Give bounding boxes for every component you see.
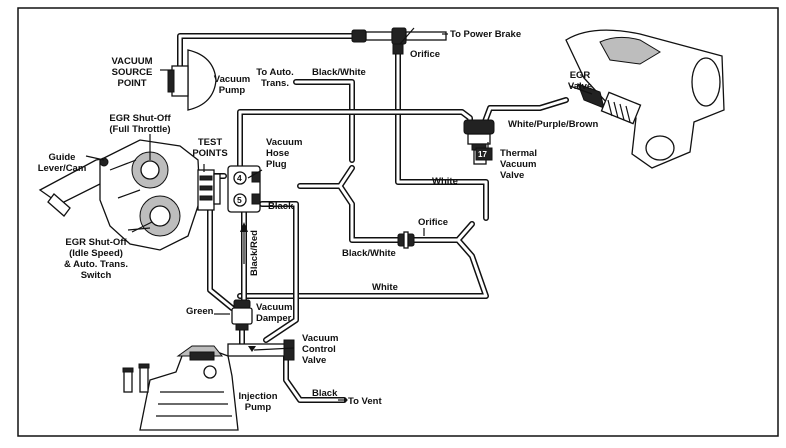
label-egr-shutoff-full-2: (Full Throttle)	[109, 124, 170, 135]
label-guide-lever-1: Guide	[49, 152, 76, 163]
label-egr-valve-1: EGR	[570, 70, 591, 81]
power-brake-tee	[351, 27, 447, 55]
label-vacuum-source-2: SOURCE	[112, 67, 153, 78]
label-egr-valve-2: Valve	[568, 81, 592, 92]
label-vacuum-hose-plug-2: Hose	[266, 148, 289, 159]
label-vacuum-control-2: Control	[302, 344, 336, 355]
label-to-power-brake: To Power Brake	[450, 29, 521, 40]
label-vacuum-hose-plug-1: Vacuum	[266, 137, 302, 148]
label-egr-shutoff-idle-3: & Auto. Trans.	[64, 259, 128, 270]
label-to-auto-trans-1: To Auto.	[256, 67, 293, 78]
label-black-mid: Black	[268, 201, 294, 212]
label-thermal-vacuum-3: Valve	[500, 170, 524, 181]
egr-valve-manifold	[565, 29, 725, 169]
label-black-white-mid: Black/White	[342, 248, 396, 259]
mid-orifice	[397, 231, 415, 249]
label-black-red: Black/Red	[249, 230, 260, 276]
label-thermal-vacuum-2: Vacuum	[500, 159, 536, 170]
label-vacuum-source-1: VACUUM	[112, 56, 153, 67]
label-vacuum-pump-1: Vacuum	[214, 74, 250, 85]
diagram-frame	[17, 7, 779, 437]
label-vacuum-pump-2: Pump	[219, 85, 246, 96]
label-black-white-top: Black/White	[312, 67, 366, 78]
label-injection-pump-2: Pump	[245, 402, 272, 413]
label-orifice-top: Orifice	[410, 49, 440, 60]
test-points-block	[197, 169, 221, 211]
label-thermal-vacuum-1: Thermal	[500, 148, 537, 159]
label-injection-pump-1: Injection	[238, 391, 277, 402]
throttle-linkage-assembly	[38, 139, 201, 251]
label-vacuum-damper-1: Vacuum	[256, 302, 292, 313]
label-plug-port-5: 5	[237, 195, 242, 205]
label-guide-lever-2: Lever/Cam	[38, 163, 87, 174]
label-egr-shutoff-idle-4: Switch	[81, 270, 112, 281]
label-tvv-number: 17	[478, 150, 487, 159]
label-white-low: White	[372, 282, 398, 293]
label-test-points-2: POINTS	[192, 148, 227, 159]
vacuum-source-point	[167, 49, 217, 111]
injection-pump	[122, 345, 239, 431]
label-white-purple-brown: White/Purple/Brown	[508, 119, 598, 130]
label-to-vent: To Vent	[348, 396, 382, 407]
label-egr-shutoff-idle-1: EGR Shut-Off	[65, 237, 127, 248]
label-vacuum-control-1: Vacuum	[302, 333, 338, 344]
label-vacuum-hose-plug-3: Plug	[266, 159, 287, 170]
label-egr-shutoff-idle-2: (Idle Speed)	[69, 248, 123, 259]
label-to-auto-trans-2: Trans.	[261, 78, 289, 89]
label-vacuum-control-3: Valve	[302, 355, 326, 366]
label-plug-port-4: 4	[237, 173, 242, 183]
label-black-vent: Black	[312, 388, 338, 399]
label-test-points-1: TEST	[198, 137, 222, 148]
label-white-mid: White	[432, 176, 458, 187]
label-egr-shutoff-full-1: EGR Shut-Off	[109, 113, 171, 124]
label-green: Green	[186, 306, 214, 317]
label-orifice-mid: Orifice	[418, 217, 448, 228]
vacuum-hose-plug	[227, 165, 261, 213]
label-vacuum-source-3: POINT	[117, 78, 146, 89]
vacuum-damper	[231, 299, 253, 331]
label-vacuum-damper-2: Damper	[256, 313, 292, 324]
